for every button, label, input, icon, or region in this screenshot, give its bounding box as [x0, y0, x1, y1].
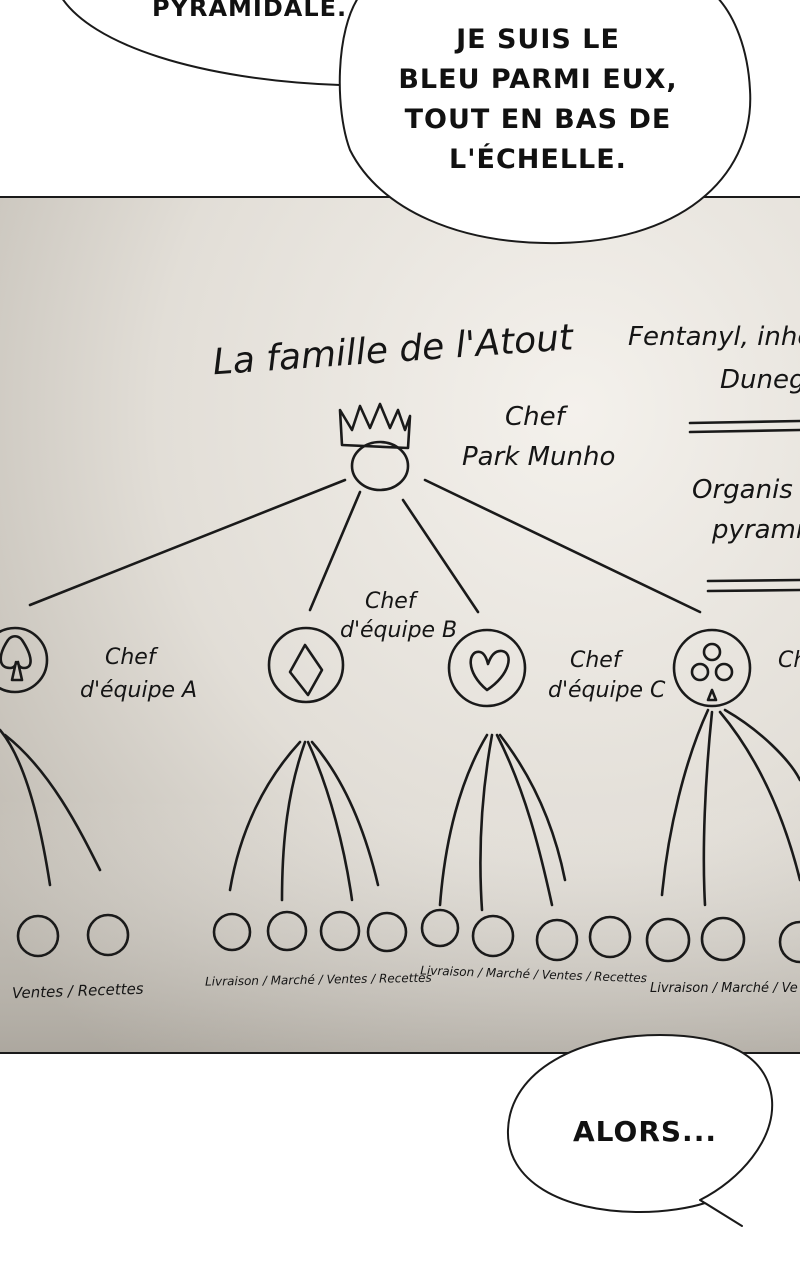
boss-title: Chef: [505, 402, 569, 432]
boss-name: Park Munho: [462, 442, 615, 472]
diamond-icon: [288, 643, 324, 697]
bottom-label-d: Livraison / Marché / Ve: [650, 981, 798, 996]
speech-bubble-top-right: JE SUIS LE BLEU PARMI EUX, TOUT EN BAS D…: [338, 0, 752, 245]
whiteboard-panel: [0, 196, 800, 1054]
note-line-2: Duneg: [720, 365, 800, 395]
team-a-subtitle: d'équipe A: [80, 678, 197, 703]
heart-icon: [469, 649, 510, 692]
right-notes: Fentanyl, inho Duneg Organis pyrami: [628, 322, 800, 593]
note-line-3: Organis: [692, 475, 793, 505]
note-line-1: Fentanyl, inho: [628, 322, 800, 352]
team-d-title: Ch: [778, 648, 800, 673]
bubble-bottom-text: ALORS...: [573, 1115, 717, 1148]
team-c-title: Chef: [570, 648, 624, 673]
crown-icon: [338, 402, 412, 450]
boss-head: [350, 440, 410, 492]
member-circles: [16, 908, 800, 964]
speech-bubble-bottom: ALORS...: [506, 1034, 774, 1227]
team-a: Chef d'équipe A: [0, 626, 197, 887]
note-line-4: pyrami: [711, 515, 800, 545]
spade-icon: [0, 634, 32, 682]
team-b-subtitle: d'équipe B: [340, 618, 457, 643]
team-d: Ch: [660, 628, 800, 907]
bubble-line-1: JE SUIS LE: [454, 24, 620, 55]
boss-node: Chef Park Munho: [338, 402, 615, 492]
bubble-line-2: BLEU PARMI EUX,: [398, 64, 677, 95]
team-a-title: Chef: [105, 645, 159, 670]
bottom-label-b: Livraison / Marché / Ventes / Recettes: [205, 971, 432, 989]
team-c: Chef d'équipe C: [438, 628, 666, 912]
bubble-line-3: TOUT EN BAS DE: [405, 104, 672, 135]
team-b-title: Chef: [365, 589, 419, 614]
team-b: Chef d'équipe B: [228, 589, 457, 902]
club-icon: [690, 642, 734, 702]
hierarchy-lines: [28, 478, 702, 614]
bubble-line-4: L'ÉCHELLE.: [449, 143, 627, 175]
team-c-subtitle: d'équipe C: [548, 678, 666, 703]
speech-bubble-top-left: PYRAMIDALE.: [62, 0, 386, 87]
bubble-top-left-text: PYRAMIDALE.: [152, 0, 347, 22]
bottom-label-a: Ventes / Recettes: [12, 980, 144, 1003]
